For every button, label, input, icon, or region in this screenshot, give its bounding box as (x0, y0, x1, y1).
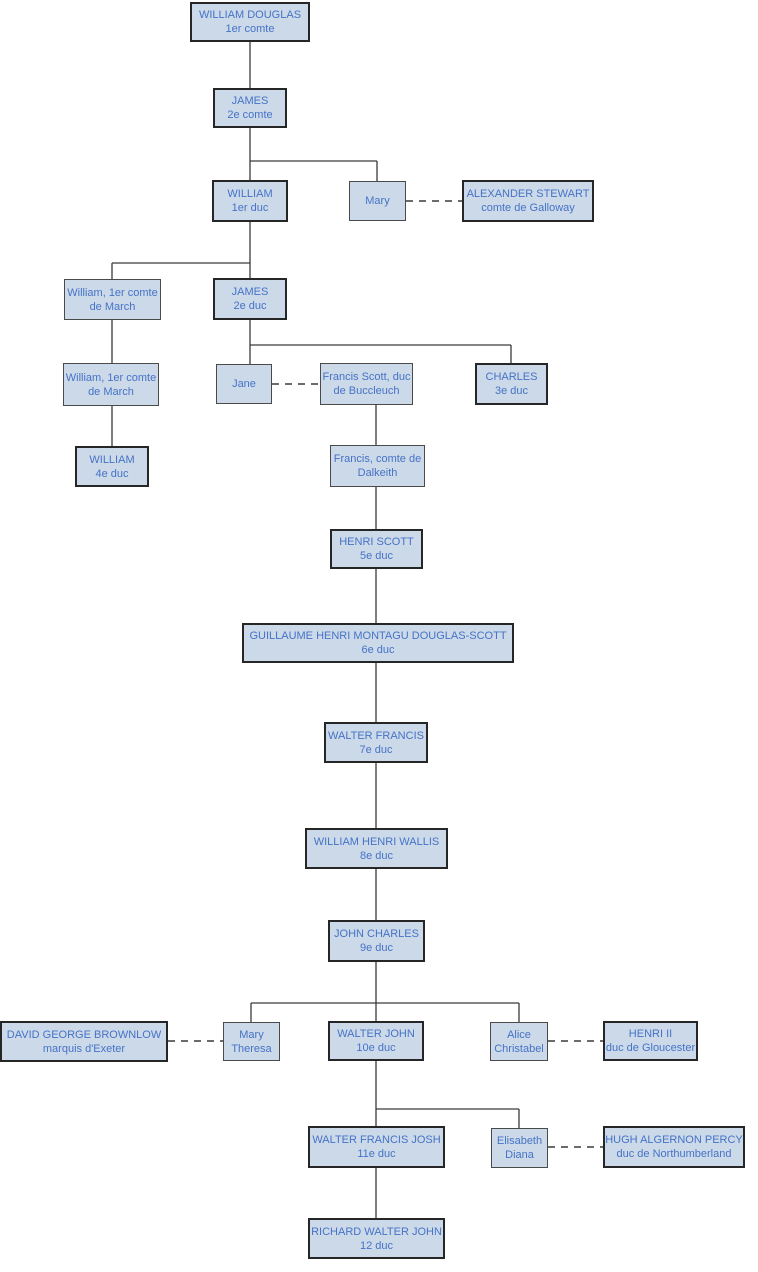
person-name: CHARLES (485, 371, 538, 383)
node-alice-christabel: Alice Christabel (490, 1022, 548, 1061)
person-title: 9e duc (359, 942, 394, 954)
node-richard-walter-john-12-duc: RICHARD WALTER JOHN 12 duc (308, 1218, 453, 1267)
person-title: de March (88, 385, 134, 398)
node-henri-ii-duc-de-gloucester: HENRI II duc de Gloucester (603, 1021, 706, 1069)
marriage-lines (168, 200, 603, 1148)
person-title: 3e duc (494, 385, 529, 397)
person-title: duc de Northumberland (616, 1148, 732, 1160)
person-title: de March (89, 300, 136, 313)
node-francis-scott-duc-de-buccleuch: Francis Scott, duc de Buccleuch (320, 363, 413, 405)
person-name: DAVID GEORGE BROWNLOW (6, 1028, 162, 1041)
descent-lines (111, 42, 520, 1218)
person-name: WILLIAM (89, 453, 135, 466)
person-title: 2e comte (227, 109, 273, 121)
node-james-2e-duc: JAMES 2e duc (213, 278, 295, 328)
person-title: 5e duc (359, 550, 394, 562)
person-title: 2e duc (233, 300, 267, 312)
person-title: marquis d'Exeter (42, 1042, 126, 1055)
node-walter-francis-josh-11e-duc: WALTER FRANCIS JOSH 11e duc (308, 1126, 453, 1176)
person-name: Elisabeth (496, 1135, 543, 1147)
node-alexander-stewart: ALEXANDER STEWART comte de Galloway (462, 180, 602, 230)
person-title: 11e duc (357, 1148, 396, 1160)
person-name: WILLIAM DOUGLAS (198, 9, 302, 21)
person-title: 6e duc (361, 644, 395, 656)
person-name: Mary (239, 1028, 264, 1041)
node-henri-scott-5e-duc: HENRI SCOTT 5e duc (330, 529, 431, 577)
person-title: comte de Galloway (481, 202, 575, 214)
node-william-1er-comte-de-march-b: William, 1er comte de March (63, 363, 159, 406)
person-name: WILLIAM HENRI WALLIS (313, 835, 440, 848)
person-title: 1er duc (231, 202, 269, 214)
person-title: Theresa (231, 1042, 272, 1055)
person-name: Francis, comte de (333, 453, 422, 465)
person-name: HENRI II (628, 1028, 673, 1040)
node-john-charles-9e-duc: JOHN CHARLES 9e duc (328, 920, 433, 970)
person-name: Alice (507, 1028, 531, 1041)
person-name: JOHN CHARLES (334, 928, 419, 940)
person-name: William, 1er comte (65, 371, 157, 384)
person-name: William, 1er comte (67, 286, 158, 299)
node-william-4e-duc: WILLIAM 4e duc (75, 446, 157, 495)
node-elisabeth-diana: Elisabeth Diana (491, 1128, 548, 1168)
person-title: Diana (505, 1149, 534, 1161)
node-william-1er-duc: WILLIAM 1er duc (212, 180, 296, 230)
person-name: ALEXANDER STEWART (466, 188, 590, 200)
node-jane: Jane (216, 364, 272, 404)
person-title: Christabel (494, 1042, 544, 1055)
person-name: JAMES (231, 286, 269, 298)
node-walter-francis-7e-duc: WALTER FRANCIS 7e duc (324, 722, 436, 771)
person-title: 1er comte (225, 23, 275, 35)
person-name: HUGH ALGERNON PERCY (605, 1134, 743, 1146)
person-title: Dalkeith (357, 467, 398, 479)
person-name: GUILLAUME HENRI MONTAGU DOUGLAS-SCOTT (249, 630, 507, 642)
person-title: 7e duc (359, 743, 393, 756)
person-title: duc de Gloucester (605, 1042, 696, 1054)
person-name: JAMES (231, 95, 269, 107)
node-mary-theresa: Mary Theresa (223, 1022, 280, 1061)
node-charles-3e-duc: CHARLES 3e duc (475, 363, 556, 413)
node-william-1er-comte-de-march-a: William, 1er comte de March (64, 279, 161, 320)
person-title: 4e duc (95, 467, 129, 480)
person-name: WALTER FRANCIS JOSH (312, 1134, 441, 1146)
node-james-2e-comte: JAMES 2e comte (213, 88, 295, 136)
node-mary: Mary (349, 181, 406, 221)
node-guillaume-henri-montagu-6e-duc: GUILLAUME HENRI MONTAGU DOUGLAS-SCOTT 6e… (242, 623, 522, 671)
person-title: 8e duc (359, 849, 394, 862)
node-hugh-algernon-percy: HUGH ALGERNON PERCY duc de Northumberlan… (603, 1126, 753, 1176)
person-name: Mary (365, 195, 390, 207)
node-david-george-brownlow: DAVID GEORGE BROWNLOW marquis d'Exeter (0, 1021, 176, 1070)
person-name: HENRI SCOTT (339, 536, 414, 548)
node-francis-comte-de-dalkeith: Francis, comte de Dalkeith (330, 445, 425, 487)
person-title: de Buccleuch (333, 385, 400, 397)
person-name: WALTER JOHN (337, 1028, 415, 1040)
node-william-douglas-1er-comte: WILLIAM DOUGLAS 1er comte (190, 2, 318, 50)
person-name: Jane (232, 378, 256, 390)
node-william-henri-wallis-8e-duc: WILLIAM HENRI WALLIS 8e duc (305, 828, 456, 877)
person-name: Francis Scott, duc (322, 371, 411, 383)
person-title: 12 duc (359, 1239, 394, 1252)
node-walter-john-10e-duc: WALTER JOHN 10e duc (328, 1021, 432, 1069)
person-name: WALTER FRANCIS (328, 729, 424, 742)
person-name: WILLIAM (227, 188, 273, 200)
person-title: 10e duc (356, 1042, 396, 1054)
person-name: RICHARD WALTER JOHN (311, 1225, 442, 1238)
